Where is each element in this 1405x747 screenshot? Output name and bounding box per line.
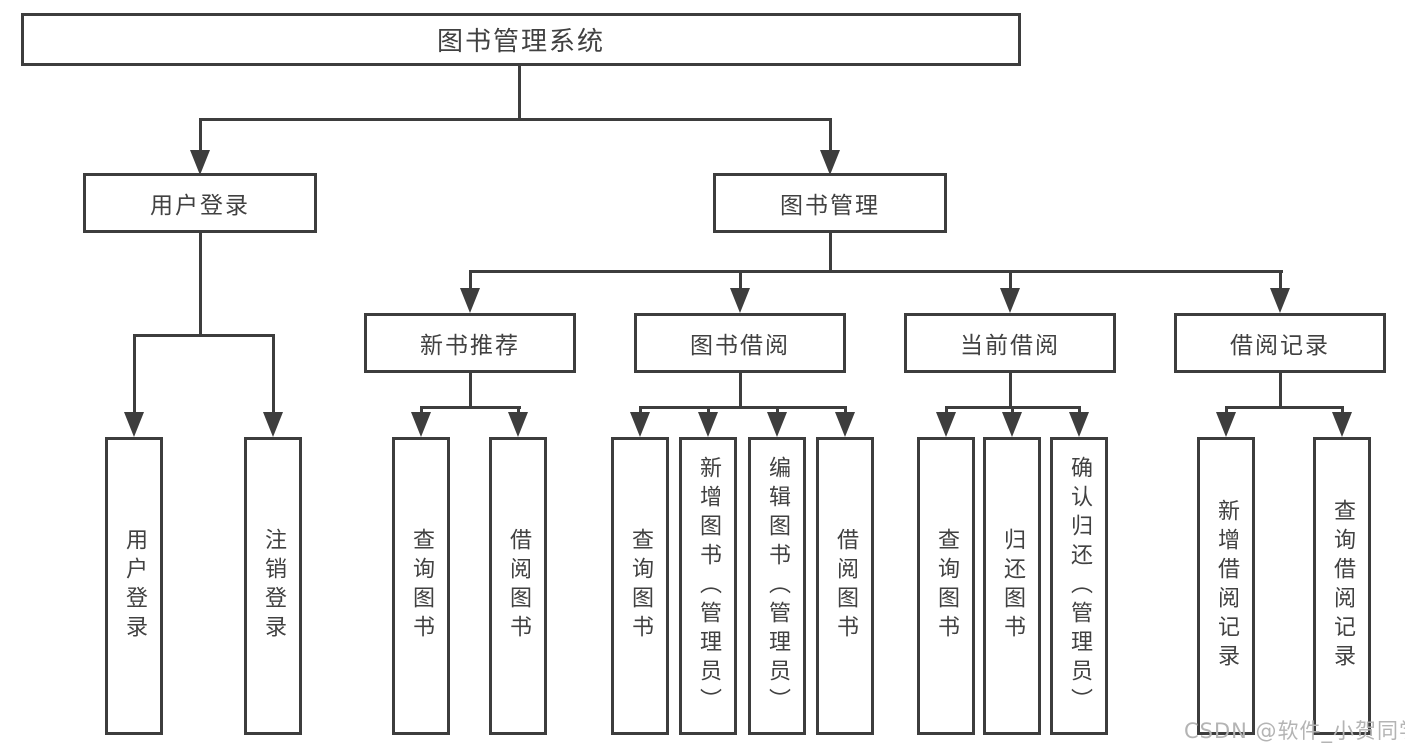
arrowhead-rec-query xyxy=(1332,412,1352,437)
connector-new-books-stem xyxy=(469,373,472,409)
leaf-current-confirm-return-admin: 确认归还（管理员） xyxy=(1050,437,1108,735)
arrowhead-cb-return xyxy=(1002,412,1022,437)
arrowhead-bb-add xyxy=(698,412,718,437)
leaf-newbooks-borrow-books: 借阅图书 xyxy=(489,437,547,735)
connector-drop-borrow-records xyxy=(1279,270,1282,295)
arrowhead-new-books xyxy=(460,288,480,313)
connector-records-stem xyxy=(1279,373,1282,409)
leaf-borrowing-add-books-admin: 新增图书（管理员） xyxy=(679,437,737,735)
leaf-current-query-books: 查询图书 xyxy=(917,437,975,735)
connector-book-borrow-stem xyxy=(739,373,742,409)
connector-records-bus xyxy=(1225,406,1344,409)
arrowhead-nb-query xyxy=(411,412,431,437)
connector-drop-user-login xyxy=(199,118,202,158)
leaf-borrowing-edit-books-admin: 编辑图书（管理员） xyxy=(748,437,806,735)
connector-user-login-bus xyxy=(133,334,275,337)
leaf-newbooks-query-books: 查询图书 xyxy=(392,437,450,735)
node-borrowing-records: 借阅记录 xyxy=(1174,313,1386,373)
connector-drop-leaf-login xyxy=(133,334,136,416)
connector-drop-current-borrow xyxy=(1009,270,1012,295)
arrowhead-rec-add xyxy=(1216,412,1236,437)
csdn-watermark: CSDN @软件_小贺同学 xyxy=(1184,719,1405,743)
arrowhead-current-borrow xyxy=(1000,288,1020,313)
connector-book-borrow-bus xyxy=(639,406,847,409)
leaf-user-login: 用户登录 xyxy=(105,437,163,735)
arrowhead-bb-borrow xyxy=(835,412,855,437)
connector-new-books-bus xyxy=(420,406,521,409)
arrowhead-bb-query xyxy=(630,412,650,437)
leaf-borrowing-borrow-books: 借阅图书 xyxy=(816,437,874,735)
arrowhead-user-login xyxy=(190,150,210,175)
leaf-records-query-record: 查询借阅记录 xyxy=(1313,437,1371,735)
leaf-logout: 注销登录 xyxy=(244,437,302,735)
node-book-borrowing: 图书借阅 xyxy=(634,313,846,373)
arrowhead-borrow-records xyxy=(1270,288,1290,313)
connector-drop-book-borrow xyxy=(739,270,742,295)
arrowhead-book-mgmt xyxy=(820,150,840,175)
arrowhead-leaf-login xyxy=(124,412,144,437)
leaf-records-add-record: 新增借阅记录 xyxy=(1197,437,1255,735)
node-current-borrowing: 当前借阅 xyxy=(904,313,1116,373)
connector-drop-new-books xyxy=(469,270,472,295)
connector-root-stem xyxy=(518,66,521,119)
connector-drop-book-mgmt xyxy=(829,118,832,158)
arrowhead-leaf-logout xyxy=(263,412,283,437)
node-book-management: 图书管理 xyxy=(713,173,947,233)
connector-current-borrow-stem xyxy=(1009,373,1012,409)
connector-drop-leaf-logout xyxy=(272,334,275,416)
arrowhead-cb-confirm xyxy=(1069,412,1089,437)
connector-book-mgmt-bus xyxy=(469,270,1283,273)
node-new-book-recommend: 新书推荐 xyxy=(364,313,576,373)
connector-root-bus xyxy=(199,118,832,121)
node-root-library-system: 图书管理系统 xyxy=(21,13,1021,66)
leaf-borrowing-query-books: 查询图书 xyxy=(611,437,669,735)
arrowhead-cb-query xyxy=(936,412,956,437)
connector-user-login-stem xyxy=(199,233,202,336)
node-user-login: 用户登录 xyxy=(83,173,317,233)
connector-book-mgmt-stem xyxy=(829,233,832,273)
arrowhead-nb-borrow xyxy=(508,412,528,437)
arrowhead-bb-edit xyxy=(767,412,787,437)
arrowhead-book-borrow xyxy=(730,288,750,313)
leaf-current-return-books: 归还图书 xyxy=(983,437,1041,735)
